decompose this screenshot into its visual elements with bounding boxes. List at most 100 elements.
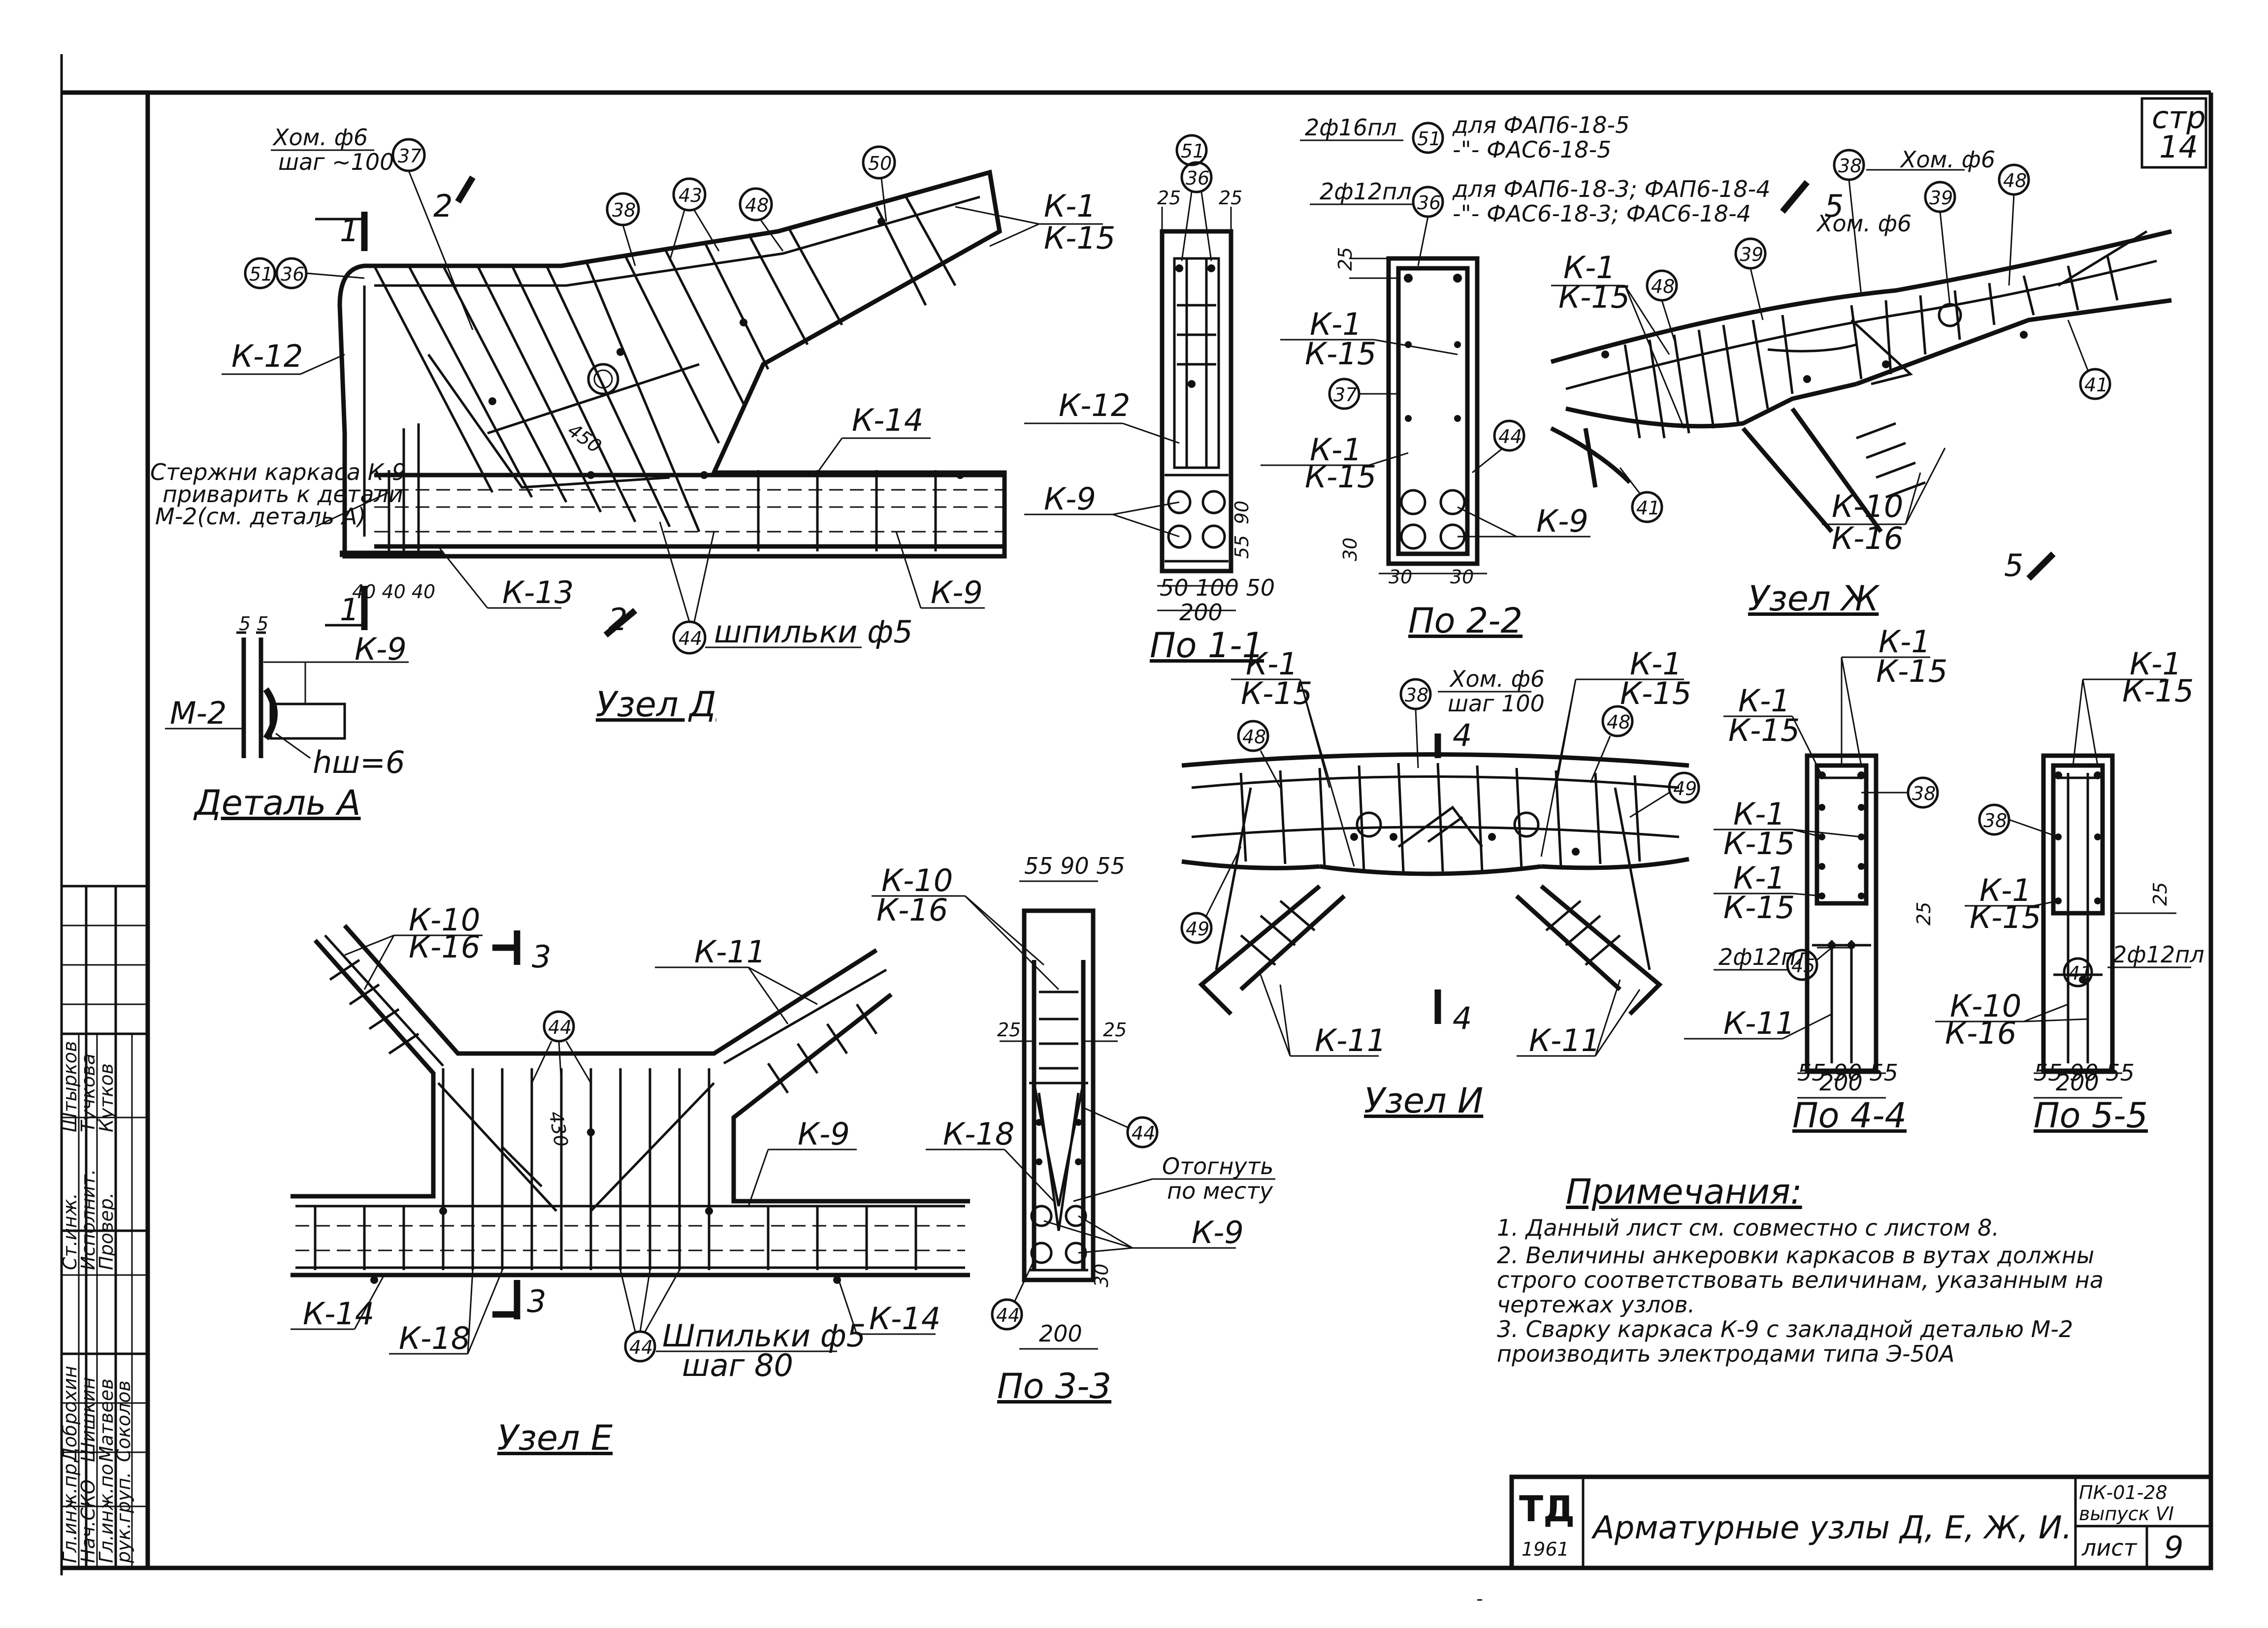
node-zh-sec-5-bot: 5 — [2004, 547, 2023, 583]
node-zh-clamp-note-2: Хом. ф6 — [1816, 210, 1912, 237]
s22-line1-c: -"- ФАС6-18-5 — [1453, 136, 1611, 163]
s11-dim-55: 55 — [1231, 535, 1253, 559]
svg-text:45: 45 — [1791, 955, 1815, 977]
detail-a-title: Деталь А — [193, 783, 361, 823]
node-d-k1: К-1 — [1044, 188, 1096, 224]
notes-heading: Примечания: — [1566, 1172, 1802, 1212]
tb-name-5: Штырков — [59, 1041, 81, 1133]
svg-text:44: 44 — [629, 1337, 653, 1358]
svg-text:43: 43 — [679, 185, 702, 206]
callout-36-s22: 36 — [1412, 186, 1444, 266]
node-zh-sec-5-top: 5 — [1824, 188, 1844, 224]
node-e-pins-step: шаг 80 — [682, 1347, 793, 1383]
svg-text:39: 39 — [1929, 187, 1953, 209]
s33-k18: К-18 — [943, 1116, 1014, 1152]
sheet-number: 14 — [2159, 129, 2198, 165]
node-zh-clamp-note: Хом. ф6 — [1900, 146, 1995, 173]
svg-text:39: 39 — [1740, 244, 1763, 265]
issue-number: выпуск VI — [2079, 1503, 2174, 1525]
s55-k10: К-10 — [1950, 988, 2021, 1024]
callout-51-s11: 51 — [1175, 134, 1208, 166]
node-d-outline — [337, 169, 1007, 559]
callout-41-zh-b: 41 — [1619, 467, 1663, 523]
tb-role-7: Провер. — [96, 1192, 117, 1270]
tb-name-1: Доброхин — [59, 1366, 81, 1463]
svg-text:44: 44 — [996, 1305, 1020, 1326]
callout-44-e-top: 44 — [531, 1010, 592, 1084]
svg-text:51: 51 — [1417, 128, 1441, 150]
tb-role-2: Нач.СКО — [77, 1479, 99, 1563]
callout-38-s44: 38 — [1861, 776, 1939, 809]
s44-dim-25: 25 — [1913, 902, 1935, 926]
node-zh-title: Узел Ж — [1748, 578, 1880, 619]
s44-title: По 4-4 — [1792, 1095, 1907, 1136]
node-e-title: Узел Е — [497, 1418, 613, 1458]
s55-k15-b: К-15 — [1970, 899, 2041, 935]
s33-dim-25-left: 25 — [997, 1019, 1021, 1041]
svg-text:41: 41 — [1636, 497, 1660, 519]
callout-37-s22: 37 — [1328, 378, 1398, 410]
s55-k16: К-16 — [1945, 1015, 2016, 1051]
callout-51-36: 51 36 — [244, 257, 365, 289]
node-zh-k16: К-16 — [1832, 520, 1903, 556]
svg-text:38: 38 — [1912, 783, 1936, 804]
node-i-k11-right: К-11 — [1529, 1022, 1600, 1058]
s22-dim-30-side: 30 — [1339, 538, 1361, 561]
s22-line2-a: 2ф12пл — [1320, 178, 1412, 205]
s55-dims: 55 90 55 — [2034, 1059, 2135, 1086]
node-e: К-10 К-16 3 К-11 44 430 К-9 К-14 К-18 — [291, 902, 970, 1458]
node-e-k11: К-11 — [694, 934, 766, 970]
node-d-rods-note-3: М-2(см. деталь А) — [155, 503, 366, 530]
callout-48-zh-b: 48 — [1646, 269, 1678, 340]
callout-48-i-a: 48 — [1237, 720, 1281, 788]
node-zh-k1: К-1 — [1563, 250, 1616, 286]
node-e-sec-3-top: 3 — [532, 939, 551, 975]
s22-dim-30-a: 30 — [1389, 566, 1412, 588]
node-d-k14: К-14 — [852, 402, 923, 438]
node-i-title: Узел И — [1364, 1081, 1483, 1121]
s11-k9: К-9 — [1044, 481, 1096, 517]
callout-44-s33-a: 44 — [1083, 1107, 1159, 1149]
callout-41-zh-a: 41 — [2067, 319, 2111, 400]
node-e-k18: К-18 — [399, 1320, 470, 1356]
callout-48: 48 — [739, 187, 784, 252]
callout-43: 43 — [669, 177, 720, 261]
callout-45-s44: 45 — [1786, 947, 1832, 981]
svg-text:44: 44 — [679, 628, 702, 649]
node-i-k15-left: К-15 — [1241, 675, 1312, 711]
s11-dims-bottom: 50 100 50 — [1160, 575, 1275, 601]
tb-name-4: Соколов — [113, 1380, 134, 1462]
node-d-k13: К-13 — [502, 575, 574, 610]
s22-k9: К-9 — [1536, 503, 1588, 539]
node-i-k1-right: К-1 — [1630, 646, 1682, 682]
s55-rebar-note: 2ф12пл — [2112, 941, 2204, 968]
s44-k15-d: К-15 — [1723, 890, 1795, 926]
section-4-4: К-1 К-15 К-1 К-15 К-1 К-15 К-1 К-15 38 4… — [1684, 624, 1947, 1136]
callout-38-i: 38 — [1399, 678, 1432, 768]
detail-a-dim: 5 5 — [239, 613, 268, 635]
node-i-sec-4-top: 4 — [1453, 717, 1472, 753]
s55-k1-a: К-1 — [2130, 646, 2182, 682]
node-zh: Хом. ф6 Хом. ф6 5 38 39 48 39 48 — [1550, 146, 2172, 619]
s22-k15: К-15 — [1305, 336, 1376, 372]
svg-text:37: 37 — [1333, 384, 1357, 406]
tb-role-4: рук.груп. — [113, 1472, 134, 1564]
node-d-rods-note-1: Стержни каркаса К-9 — [150, 459, 406, 485]
s11-dim-90: 90 — [1231, 501, 1253, 524]
tb-name-2: Шишкин — [77, 1377, 99, 1462]
detail-a-k9: К-9 — [355, 631, 407, 667]
node-e-k16: К-16 — [409, 929, 480, 965]
node-d-sec-2-bot: 2 — [608, 602, 627, 638]
tb-role-3: Гл.инж.по — [96, 1464, 117, 1564]
s33-dims-top: 55 90 55 — [1024, 853, 1125, 879]
callout-39-zh: 39 — [1924, 181, 1956, 306]
node-d-dims: 40 40 40 — [352, 581, 435, 603]
stamp-year: 1961 — [1522, 1538, 1569, 1560]
notes: Примечания: 1. Данный лист см. совместно… — [1497, 1172, 2104, 1366]
s33-bend-note-1: Отогнуть — [1162, 1153, 1274, 1180]
s22-line1-b: для ФАП6-18-5 — [1452, 112, 1629, 138]
s44-k1-b: К-1 — [1738, 683, 1790, 719]
node-d-clamp-note: Хом. ф6 — [272, 124, 368, 151]
stamp-logo: ТД — [1519, 1488, 1575, 1530]
